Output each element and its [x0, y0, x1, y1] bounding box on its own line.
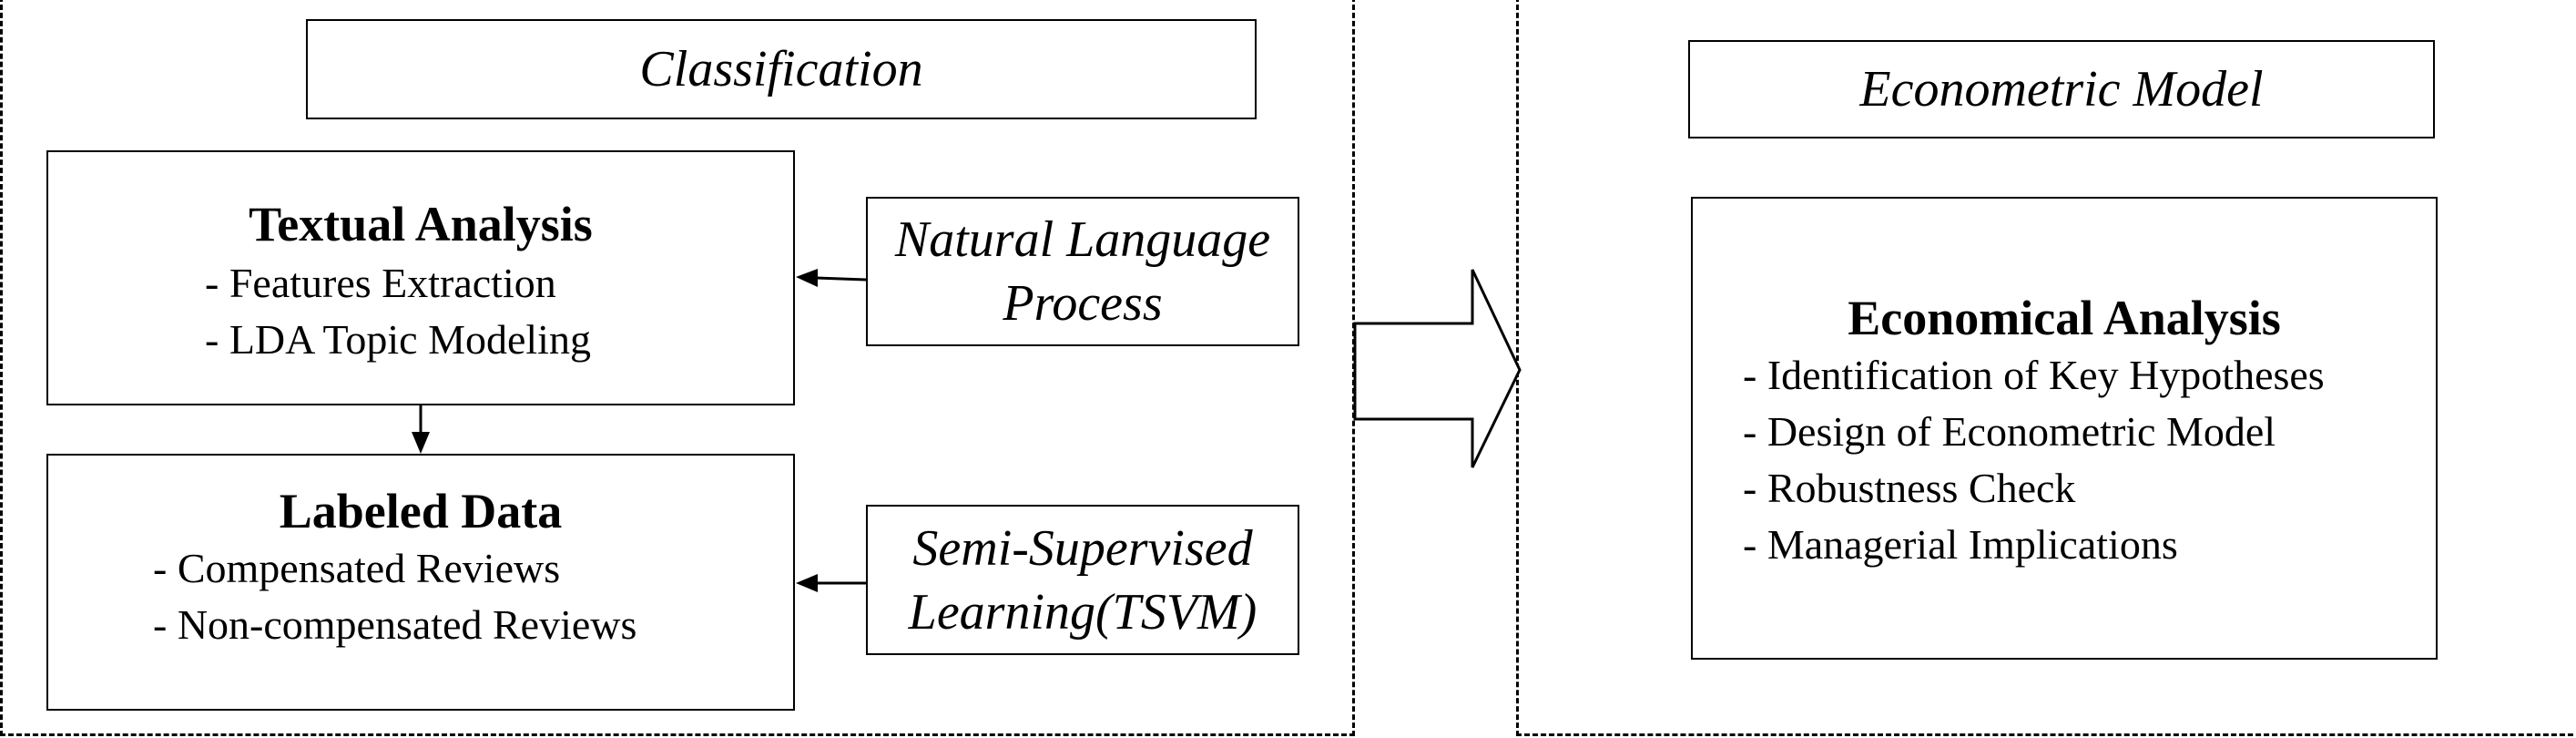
textual-analysis-item: - Features Extraction: [205, 260, 556, 306]
ssl-line2: Learning(TSVM): [908, 583, 1257, 641]
arrow-ssl-to-labeled: [796, 574, 866, 592]
economical-analysis-item: - Robustness Check: [1743, 465, 2076, 511]
classification-title: Classification: [639, 41, 923, 97]
economical-analysis-item: - Design of Econometric Model: [1743, 408, 2276, 455]
textual-analysis-box: Textual Analysis - Features Extraction -…: [46, 150, 795, 405]
nlp-line2: Process: [1003, 275, 1163, 332]
econometric-title: Econometric Model: [1859, 61, 2264, 118]
block-arrow: [1353, 269, 1522, 468]
economical-analysis-item: - Identification of Key Hypotheses: [1743, 352, 2325, 398]
nlp-line1: Natural Language: [894, 211, 1271, 268]
labeled-data-title: Labeled Data: [279, 484, 563, 538]
nlp-box: Natural Language Process: [866, 197, 1299, 346]
ssl-line1: Semi-Supervised: [912, 519, 1253, 577]
economical-analysis-box: Economical Analysis - Identification of …: [1691, 197, 2438, 660]
labeled-data-item: - Non-compensated Reviews: [153, 601, 637, 648]
textual-analysis-title: Textual Analysis: [249, 197, 593, 251]
arrow-nlp-to-textual: [796, 269, 867, 287]
textual-analysis-item: - LDA Topic Modeling: [205, 316, 591, 363]
economical-analysis-title: Economical Analysis: [1848, 291, 2281, 345]
labeled-data-box: Labeled Data - Compensated Reviews - Non…: [46, 454, 795, 711]
econometric-title-box: Econometric Model: [1688, 40, 2435, 138]
classification-title-box: Classification: [306, 19, 1257, 119]
arrow-textual-to-labeled: [412, 405, 430, 454]
economical-analysis-item: - Managerial Implications: [1743, 521, 2178, 568]
labeled-data-item: - Compensated Reviews: [153, 545, 561, 591]
ssl-box: Semi-Supervised Learning(TSVM): [866, 505, 1299, 655]
